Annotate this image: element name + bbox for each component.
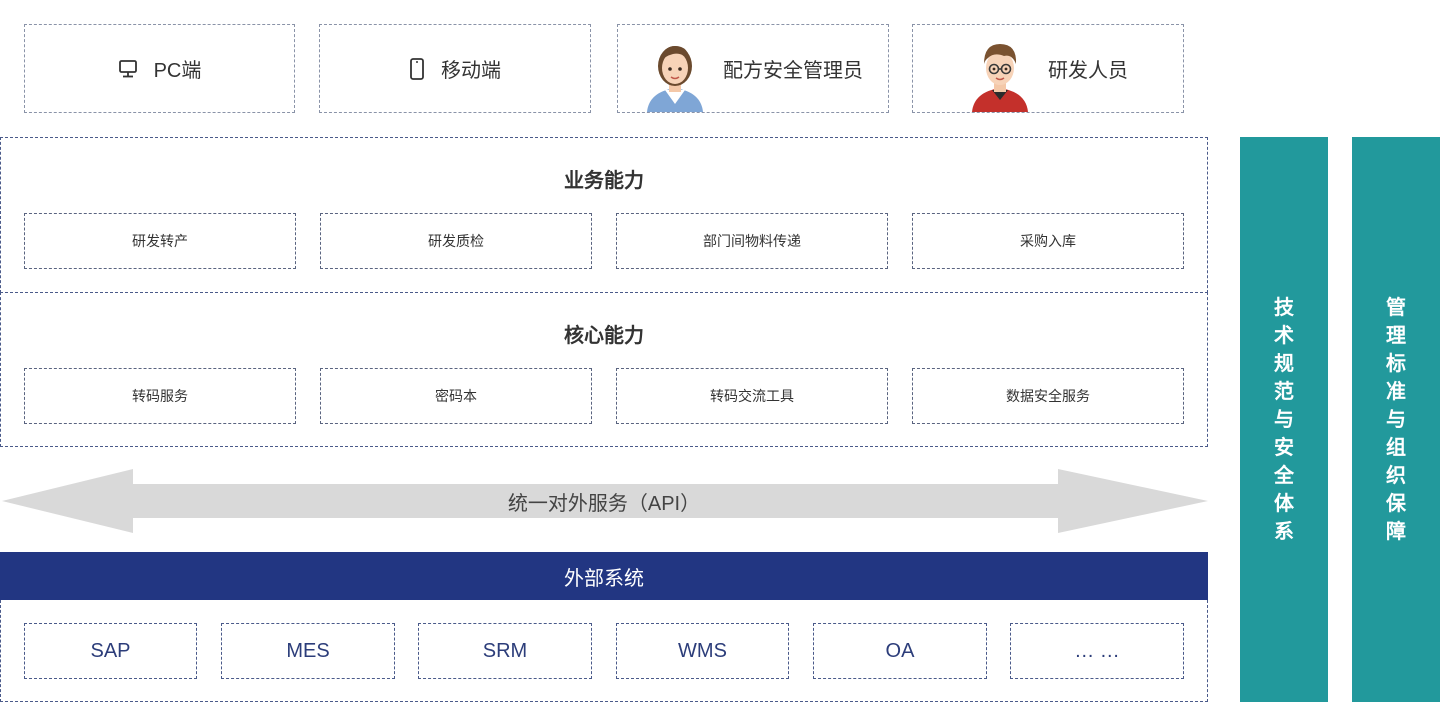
business-item-material-transfer: 部门间物料传递 [616,213,888,269]
external-item-srm: SRM [418,623,592,679]
core-capability-title: 核心能力 [564,325,644,347]
pc-client-label: PC端 [153,60,202,82]
business-item-rd-to-production: 研发转产 [24,213,296,269]
core-item-data-security-service: 数据安全服务 [912,368,1184,424]
core-item-transcoding-tool: 转码交流工具 [616,368,888,424]
external-item-more: … … [1010,623,1184,679]
rd-staff-label: 研发人员 [1048,60,1128,82]
external-item-mes: MES [221,623,395,679]
mobile-client-label: 移动端 [441,60,501,82]
rd-staff-card: 研发人员 [912,24,1184,113]
monitor-icon [118,59,138,79]
tech-standards-column: 技术规范与安全体系 [1240,137,1328,702]
business-capability-title: 业务能力 [564,170,644,192]
formula-admin-card: 配方安全管理员 [617,24,889,113]
external-item-sap: SAP [24,623,197,679]
api-double-arrow [2,469,1208,533]
business-item-purchase-inbound: 采购入库 [912,213,1184,269]
mobile-client-card: 移动端 [319,24,591,113]
management-standards-column: 管理标准与组织保障 [1352,137,1440,702]
api-label: 统一对外服务（API） [507,492,701,515]
pc-client-card: PC端 [24,24,295,113]
external-systems-bar: 外部系统 [0,552,1208,600]
core-item-codebook: 密码本 [320,368,592,424]
external-item-wms: WMS [616,623,789,679]
external-item-oa: OA [813,623,987,679]
core-capability-panel [0,292,1208,447]
core-item-transcoding-service: 转码服务 [24,368,296,424]
female-avatar-icon [643,34,707,112]
male-avatar-icon [968,34,1032,112]
external-systems-panel [0,600,1208,702]
smartphone-icon [409,57,425,80]
tech-standards-label: 技术规范与安全体系 [1274,296,1294,543]
management-standards-label: 管理标准与组织保障 [1386,296,1406,543]
formula-admin-label: 配方安全管理员 [723,60,863,82]
business-item-rd-quality-check: 研发质检 [320,213,592,269]
